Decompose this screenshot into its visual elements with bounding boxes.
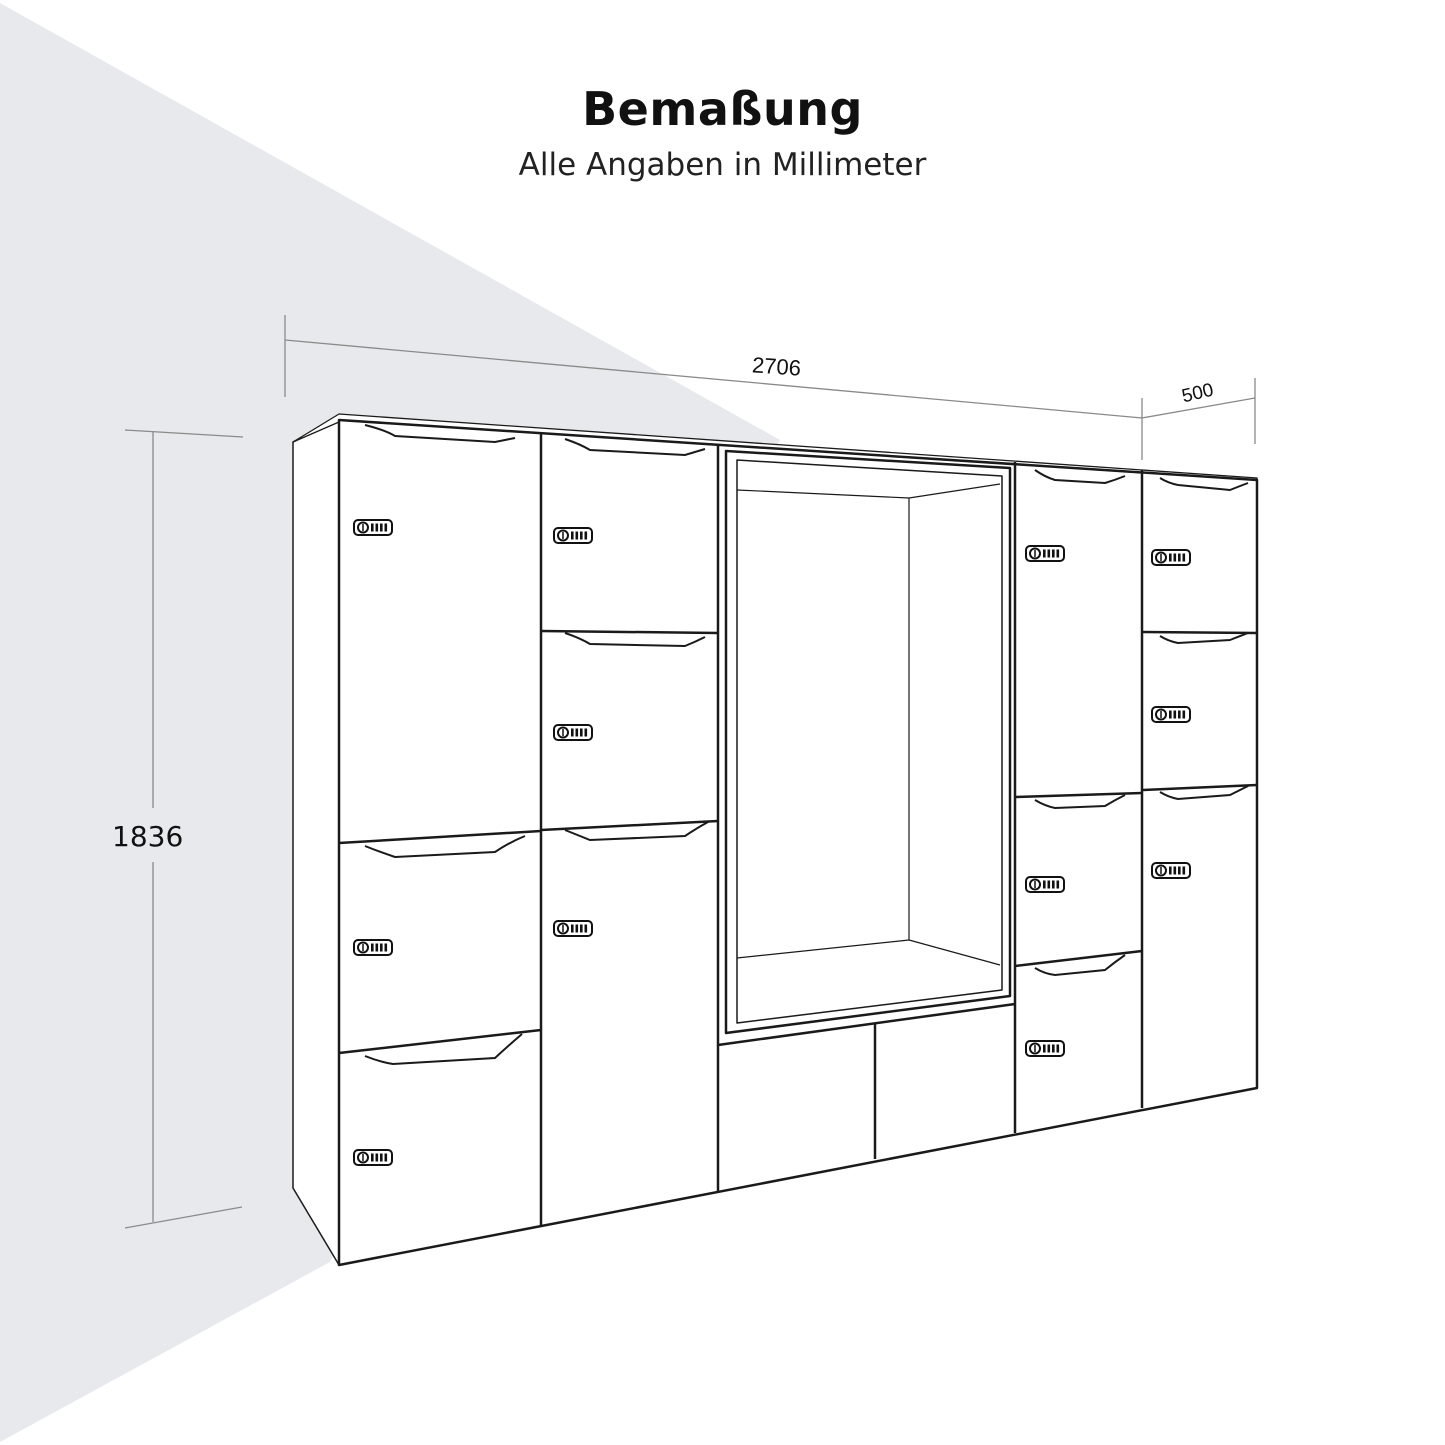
width-dimension-label: 2706 bbox=[751, 352, 802, 381]
page-subtitle: Alle Angaben in Millimeter bbox=[518, 147, 927, 183]
height-dimension bbox=[124, 429, 244, 1229]
cabinet bbox=[292, 413, 1259, 1267]
door-handles bbox=[364, 424, 1249, 1066]
page-title: Bemaßung bbox=[582, 82, 863, 136]
depth-dimension bbox=[1141, 378, 1256, 444]
height-dimension-label: 1836 bbox=[112, 820, 184, 853]
width-dimension bbox=[284, 315, 1143, 460]
